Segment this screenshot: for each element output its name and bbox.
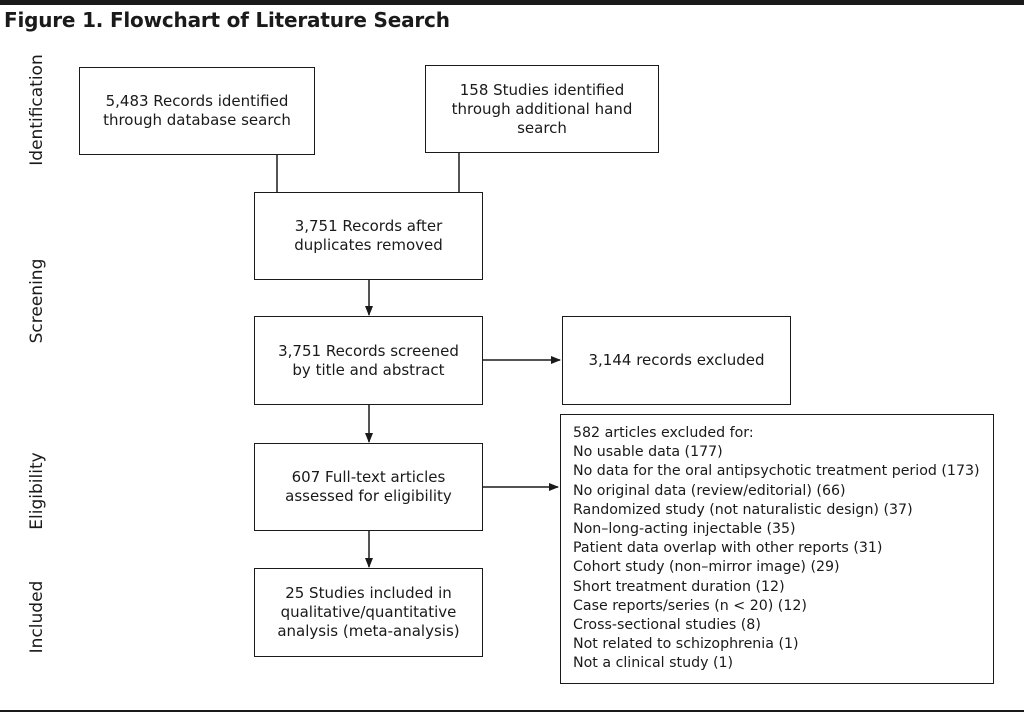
top-rule (0, 0, 1024, 5)
exclusion-reason: Cohort study (non–mirror image) (29) (573, 559, 840, 576)
box-records-excluded-text: 3,144 records excluded (588, 351, 765, 369)
exclusion-reason: Short treatment duration (12) (573, 578, 785, 595)
exclusion-reason: Non–long-acting injectable (35) (573, 521, 796, 538)
box-full-text: 607 Full-text articles assessed for elig… (254, 443, 483, 531)
exclusion-reason: No original data (review/editorial) (66) (573, 482, 846, 499)
exclusion-reason: Case reports/series (n < 20) (12) (573, 597, 807, 614)
bottom-rule (0, 710, 1024, 712)
exclusion-reason: Not related to schizophrenia (1) (573, 636, 799, 653)
figure-title: Figure 1. Flowchart of Literature Search (4, 8, 450, 32)
box-exclusion-reasons: 582 articles excluded for: No usable dat… (560, 414, 994, 684)
box-records-excluded: 3,144 records excluded (562, 316, 791, 405)
exclusion-list: No usable data (177) No data for the ora… (573, 443, 985, 673)
box-after-duplicates: 3,751 Records after duplicates removed (254, 192, 483, 280)
box-hand-search-text: 158 Studies identified through additiona… (451, 80, 633, 137)
box-after-duplicates-text: 3,751 Records after duplicates removed (294, 217, 443, 254)
exclusion-reason: No usable data (177) (573, 444, 723, 461)
box-screened: 3,751 Records screened by title and abst… (254, 316, 483, 405)
exclusion-reason: No data for the oral antipsychotic treat… (573, 463, 980, 480)
exclusion-reason: Cross-sectional studies (8) (573, 617, 761, 634)
box-included: 25 Studies included in qualitative/quant… (254, 568, 483, 657)
box-hand-search: 158 Studies identified through additiona… (425, 65, 659, 153)
box-included-text: 25 Studies included in qualitative/quant… (277, 584, 460, 640)
box-full-text-text: 607 Full-text articles assessed for elig… (285, 468, 452, 505)
exclusion-reason: Not a clinical study (1) (573, 655, 734, 672)
box-database-search: 5,483 Records identified through databas… (79, 67, 315, 155)
exclusion-heading: 582 articles excluded for: (573, 425, 754, 441)
box-screened-text: 3,751 Records screened by title and abst… (278, 341, 459, 379)
exclusion-reason: Patient data overlap with other reports … (573, 540, 883, 557)
box-database-search-text: 5,483 Records identified through databas… (103, 92, 291, 129)
exclusion-reason: Randomized study (not naturalistic desig… (573, 501, 913, 518)
